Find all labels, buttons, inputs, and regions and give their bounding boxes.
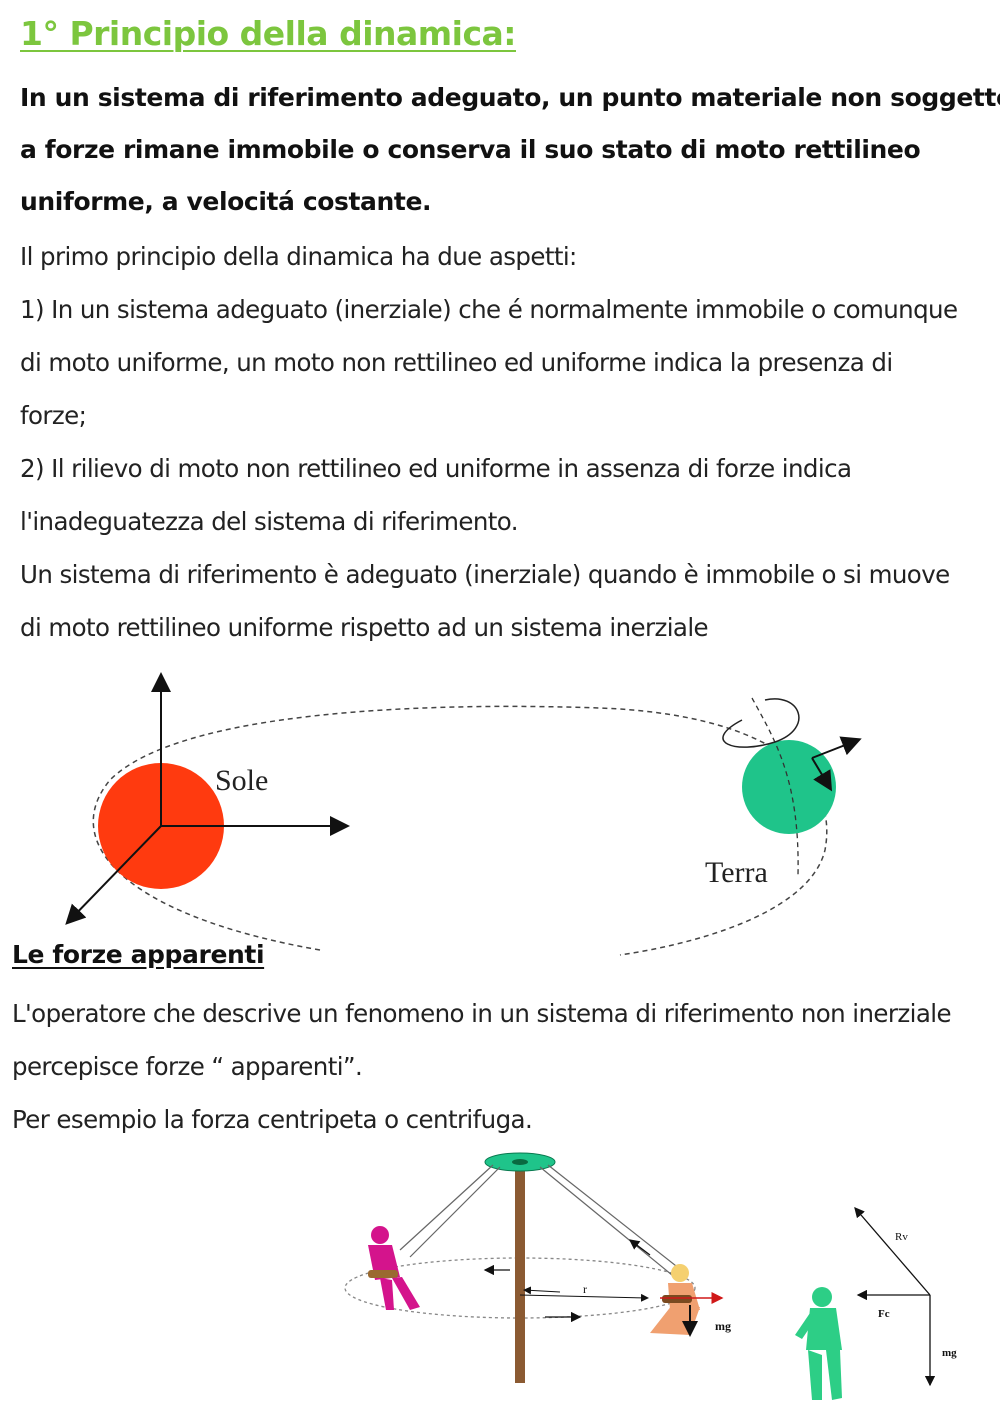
radius-arrow-back (523, 1286, 561, 1295)
body-line: l'inadeguatezza del sistema di riferimen… (20, 507, 519, 536)
orbit-diagram: Sole Terra (65, 672, 862, 956)
apparent-forces-paragraph: L'operatore che descrive un fenomeno in … (12, 987, 952, 1146)
orbit-path (92, 705, 828, 956)
earth-vector-1 (811, 736, 862, 759)
body-line: forze; (20, 401, 87, 430)
disc-hole (512, 1159, 528, 1165)
radius-arrow (519, 1293, 649, 1302)
apparent-line: L'operatore che descrive un fenomeno in … (12, 999, 952, 1028)
body-line: 2) Il rilievo di moto non rettilineo ed … (20, 454, 852, 483)
rider-1-figure (368, 1226, 420, 1310)
body-line: di moto uniforme, un moto non rettilineo… (20, 348, 893, 377)
body-line: Un sistema di riferimento è adeguato (in… (20, 560, 950, 589)
page-title: 1° Principio della dinamica: (20, 14, 517, 53)
definition-paragraph: In un sistema di riferimento adeguato, u… (20, 72, 1000, 228)
rope (547, 1164, 686, 1274)
carousel-pole (515, 1165, 525, 1383)
radius-label: r (583, 1282, 587, 1296)
fc-label: Fc (878, 1308, 890, 1320)
definition-line: a forze rimane immobile o conserva il su… (20, 135, 921, 164)
rv-vector (854, 1207, 931, 1296)
axis-z-arrow (65, 825, 162, 925)
mg-label-rider: mg (715, 1319, 731, 1333)
rope (399, 1164, 494, 1251)
rotation-loop-icon (722, 698, 800, 748)
rope (539, 1166, 673, 1276)
earth-circle (742, 740, 836, 834)
rv-label: Rv (895, 1231, 908, 1243)
earth-axis-dashed (751, 697, 799, 876)
body-line: Il primo principio della dinamica ha due… (20, 242, 577, 271)
tension-arrow (628, 1239, 651, 1256)
definition-line: In un sistema di riferimento adeguato, u… (20, 83, 1000, 112)
rider-2-figure (650, 1264, 700, 1335)
apparent-line: percepisce forze “ apparenti”. (12, 1052, 363, 1081)
section-heading: Le forze apparenti (12, 940, 265, 969)
definition-line: uniforme, a velocitá costante. (20, 187, 432, 216)
carousel-diagram: mg r Rv Fc mg (344, 1152, 957, 1400)
body-line: di moto rettilineo uniforme rispetto ad … (20, 613, 709, 642)
body-line: 1) In un sistema adeguato (inerziale) ch… (20, 295, 958, 324)
earth-vector-2 (811, 757, 833, 792)
sun-label: Sole (215, 764, 268, 797)
observer-figure (795, 1287, 842, 1400)
apparent-line: Per esempio la forza centripeta o centri… (12, 1105, 533, 1134)
mg-label-vector: mg (942, 1347, 957, 1359)
rope (409, 1166, 501, 1258)
body-paragraph: Il primo principio della dinamica ha due… (20, 230, 958, 654)
earth-label: Terra (705, 856, 768, 889)
